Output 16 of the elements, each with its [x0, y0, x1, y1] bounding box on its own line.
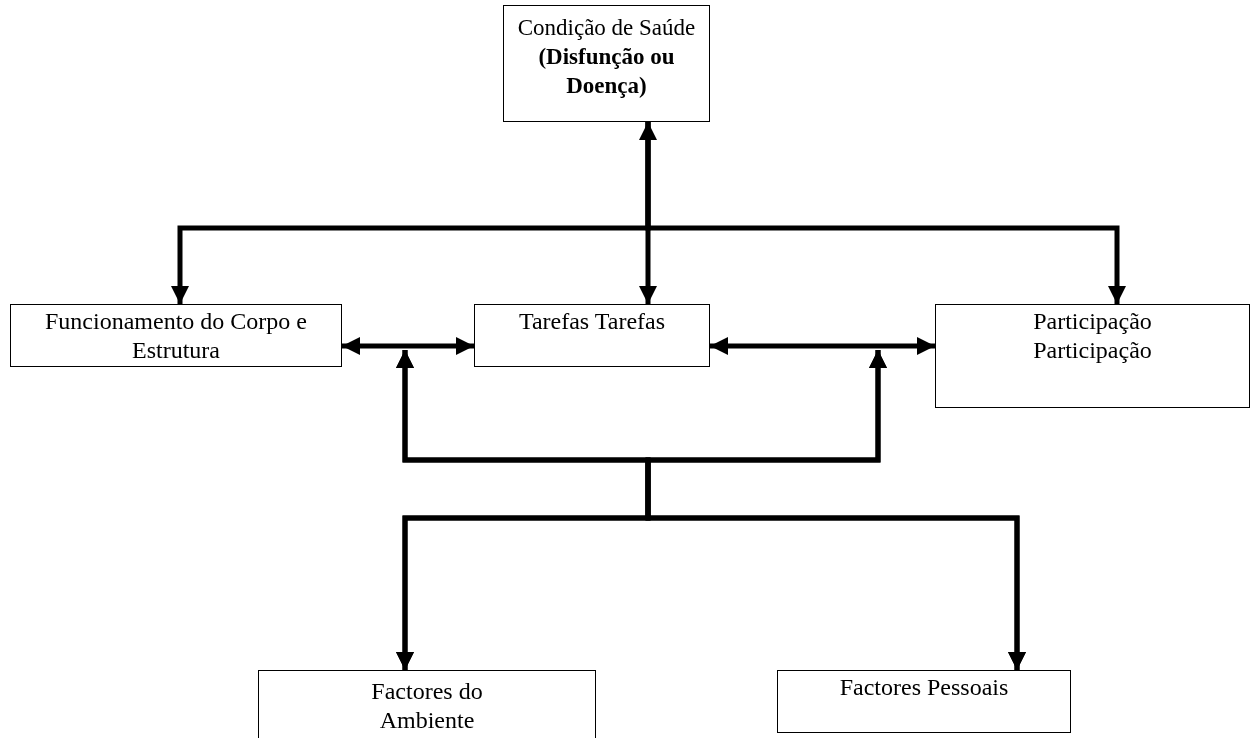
box-label: Factores do Ambiente	[370, 677, 484, 735]
double-arrow	[710, 337, 935, 355]
box-label: Participação Participação	[1032, 307, 1153, 365]
text-box	[258, 670, 596, 738]
box-label: Factores Pessoais	[838, 673, 1010, 702]
box-label: Condição de Saúde (Disfunção ou Doença)	[516, 14, 697, 100]
text-box	[503, 5, 710, 122]
double-arrow	[645, 350, 1026, 670]
arrow	[645, 122, 1126, 304]
text-box	[474, 304, 710, 367]
box-label: Tarefas Tarefas	[517, 307, 667, 336]
box-label: Funcionamento do Corpo e Estrutura	[44, 307, 308, 365]
double-arrow	[342, 337, 474, 355]
text-box	[10, 304, 342, 367]
text-box	[935, 304, 1250, 408]
text-box	[777, 670, 1071, 733]
